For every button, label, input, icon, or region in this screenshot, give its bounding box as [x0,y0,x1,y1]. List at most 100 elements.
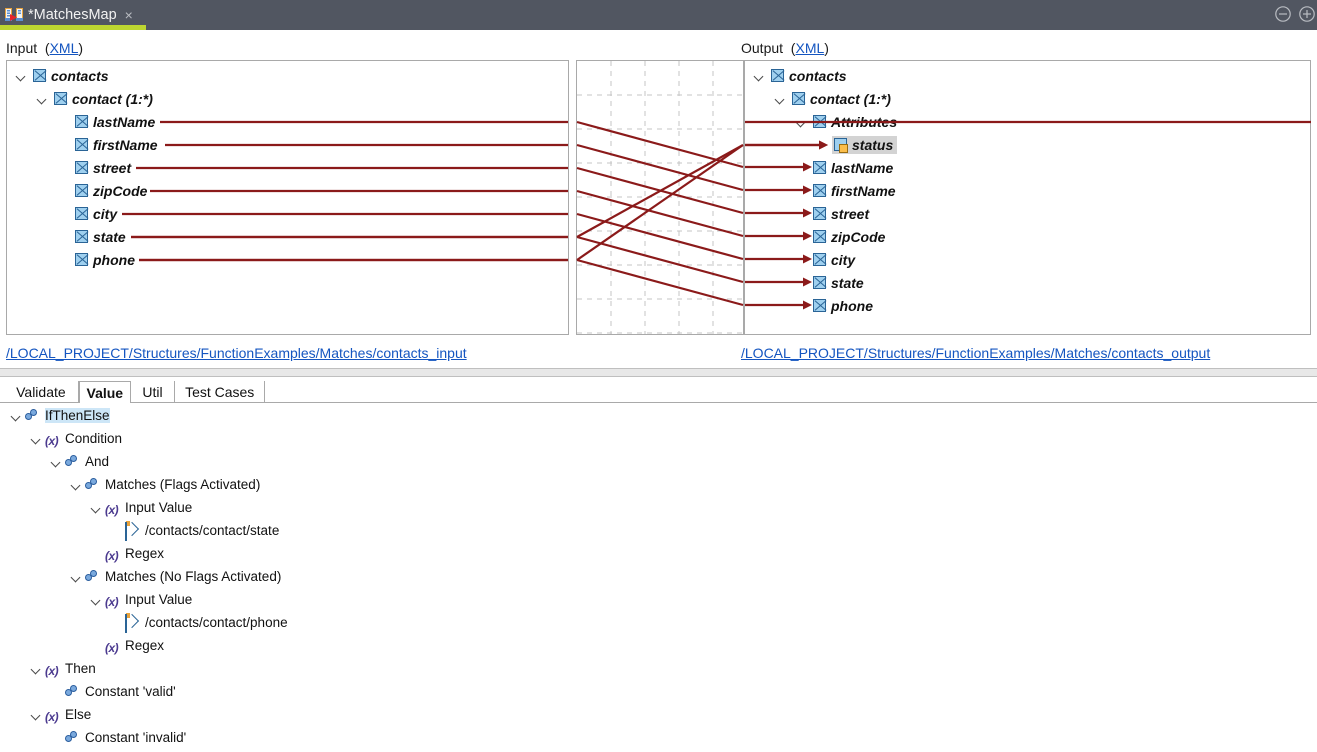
tree-node-label: firstName [93,136,158,153]
function-node-regex[interactable]: (x)Regex [90,634,164,657]
function-node-condition[interactable]: (x)Condition [30,427,122,450]
chevron-down-icon[interactable] [50,456,62,468]
function-node-label: Matches (No Flags Activated) [105,569,282,584]
element-icon [33,69,46,82]
tree-node-status[interactable]: status [816,133,898,156]
element-icon [75,161,88,174]
element-icon [792,92,805,105]
maximize-button[interactable] [1298,5,1316,23]
chevron-down-icon[interactable] [15,70,27,82]
function-node-input-value[interactable]: (x) Input Value [90,588,192,611]
tree-node-label: phone [831,297,873,314]
editor-tab-matchesmap[interactable]: *MatchesMap × [0,0,146,30]
tree-node-phone[interactable]: phone [57,248,139,271]
function-node-label: And [85,454,110,469]
panel-splitter[interactable] [0,368,1317,377]
function-node-contacts-contact-phone[interactable]: /contacts/contact/phone [110,611,288,634]
tree-node-state[interactable]: state [795,271,868,294]
tree-node-lastname[interactable]: lastName [57,110,159,133]
tree-node-zipcode[interactable]: zipCode [795,225,889,248]
chevron-down-icon[interactable] [30,709,42,721]
chevron-down-icon[interactable] [70,479,82,491]
function-icon [25,408,41,423]
tab-util[interactable]: Util [131,381,176,403]
input-path-link[interactable]: /LOCAL_PROJECT/Structures/FunctionExampl… [6,345,467,361]
chevron-down-icon[interactable] [30,433,42,445]
chevron-down-icon[interactable] [10,410,22,422]
output-path-link[interactable]: /LOCAL_PROJECT/Structures/FunctionExampl… [741,345,1211,361]
tree-node-firstname[interactable]: firstName [795,179,900,202]
tree-node-contacts[interactable]: contacts [753,64,851,87]
tree-node-contact-1-[interactable]: contact (1:*) [774,87,895,110]
variable-icon: (x) [105,548,119,563]
element-icon [813,115,826,128]
tree-node-label: contacts [51,67,109,84]
tab-value[interactable]: Value [78,381,131,403]
function-node-contacts-contact-state[interactable]: /contacts/contact/state [110,519,279,542]
function-node-label: Regex [125,546,165,561]
tree-node-label: city [831,251,856,268]
tree-node-phone[interactable]: phone [795,294,877,317]
function-node-constant-valid[interactable]: Constant 'valid' [50,680,176,703]
function-icon [65,684,81,699]
tab-validate[interactable]: Validate [4,381,79,403]
function-node-label: /contacts/contact/phone [145,615,288,630]
output-xml-link[interactable]: XML [795,40,825,56]
element-icon [813,276,826,289]
tree-node-contact-1-[interactable]: contact (1:*) [36,87,157,110]
title-bar: *MatchesMap × [0,0,1317,30]
element-icon [54,92,67,105]
tree-node-contacts[interactable]: contacts [15,64,113,87]
tree-node-attributes[interactable]: Attributes [795,110,901,133]
function-node-matches-flags-activated[interactable]: Matches (Flags Activated) [70,473,260,496]
function-node-and[interactable]: And [50,450,109,473]
chevron-down-icon[interactable] [90,594,102,606]
function-node-ifthenelse[interactable]: IfThenElse [10,404,110,427]
tree-node-lastname[interactable]: lastName [795,156,897,179]
variable-icon: (x) [45,709,59,724]
chevron-down-icon[interactable] [36,93,48,105]
chevron-down-icon[interactable] [30,663,42,675]
tree-node-city[interactable]: city [57,202,121,225]
tree-node-label: state [93,228,126,245]
mapping-canvas[interactable] [576,60,744,335]
tree-node-label: state [831,274,864,291]
chevron-down-icon[interactable] [774,93,786,105]
tree-node-state[interactable]: state [57,225,130,248]
function-node-label: Input Value [125,592,193,607]
tree-node-street[interactable]: street [57,156,135,179]
variable-icon: (x) [105,640,119,655]
function-node-label: /contacts/contact/state [145,523,280,538]
function-node-else[interactable]: (x)Else [30,703,91,726]
input-structure-tree[interactable]: contacts contact (1:*) lastName firstName st… [6,60,569,335]
function-node-constant-invalid[interactable]: Constant 'invalid' [50,726,186,749]
variable-icon: (x) [105,594,119,609]
chevron-down-icon[interactable] [753,70,765,82]
tree-node-firstname[interactable]: firstName [57,133,162,156]
function-node-then[interactable]: (x)Then [30,657,96,680]
tree-node-street[interactable]: street [795,202,873,225]
element-icon [75,253,88,266]
tree-node-label: zipCode [93,182,148,199]
input-xml-link[interactable]: XML [49,40,79,56]
function-node-input-value[interactable]: (x)Input Value [90,496,192,519]
tab-label: Util [142,384,163,400]
chevron-down-icon[interactable] [70,571,82,583]
minimize-button[interactable] [1274,5,1292,23]
input-panel-caption: Input (XML) [6,40,84,56]
function-icon [85,477,101,492]
tree-node-label: lastName [93,113,156,130]
tree-node-zipcode[interactable]: zipCode [57,179,151,202]
close-icon[interactable]: × [124,7,133,23]
chevron-down-icon[interactable] [795,116,807,128]
function-node-regex[interactable]: (x) Regex [90,542,164,565]
tab-test-cases[interactable]: Test Cases [175,381,266,403]
element-icon [813,184,826,197]
element-icon [813,230,826,243]
tree-node-city[interactable]: city [795,248,859,271]
chevron-down-icon[interactable] [90,502,102,514]
function-node-matches-no-flags-activated[interactable]: Matches (No Flags Activated) [70,565,281,588]
